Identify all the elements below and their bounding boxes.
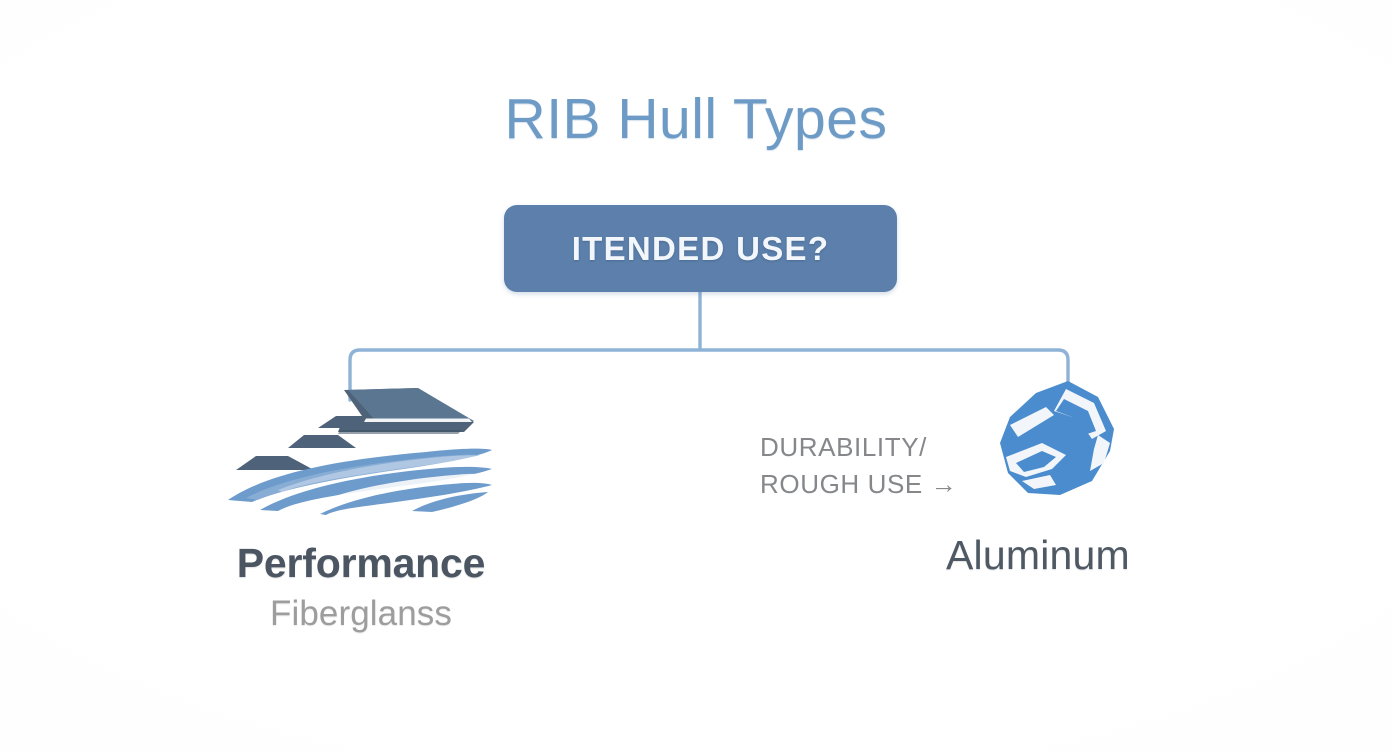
branch-aluminum-title: Aluminum (946, 532, 1130, 578)
speedboat-waves-icon (226, 378, 496, 518)
root-node-label: ITENDED USE? (571, 229, 830, 267)
branch-aluminum[interactable]: DURABILITY/ ROUGH USE → (760, 372, 1220, 579)
root-node-box[interactable]: ITENDED USE? (504, 205, 897, 292)
branch-performance[interactable]: Performance Fiberglanss (196, 378, 526, 634)
aluminum-nugget-icon (994, 377, 1124, 507)
branch-performance-title: Performance (236, 540, 486, 586)
branch-performance-subtitle: Fiberglanss (269, 594, 452, 633)
branch-bus-line (348, 348, 1070, 402)
branch-aluminum-caption: DURABILITY/ ROUGH USE → (760, 432, 958, 499)
page-title: RIB Hull Types (504, 87, 888, 151)
